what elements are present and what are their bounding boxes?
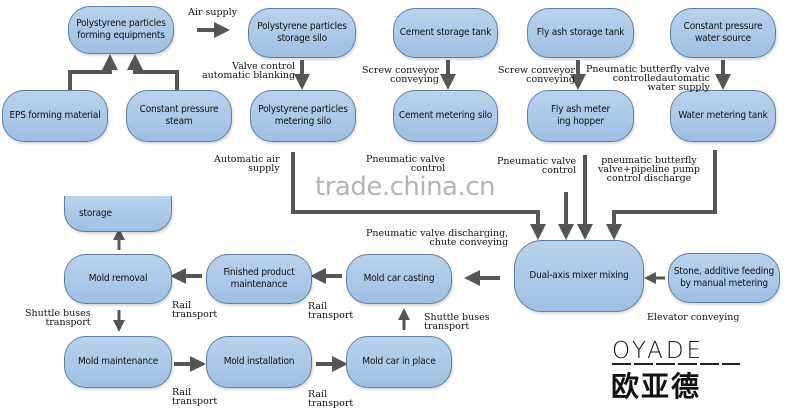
node-flyash-storage: Fly ash storage tank bbox=[527, 8, 634, 58]
label-rail-3: Rail transport bbox=[172, 387, 218, 407]
node-stone-feeding: Stone, additive feeding by manual meteri… bbox=[668, 253, 780, 303]
node-finished-maintenance: Finished product maintenance bbox=[206, 254, 312, 304]
node-mold-removal: Mold removal bbox=[64, 254, 172, 304]
label-shuttle-right: Shuttle buses transport bbox=[424, 312, 490, 332]
label-screw-flyash: Screw conveyor conveying bbox=[498, 65, 575, 85]
node-ps-storage: Polystyrene particles storage silo bbox=[248, 8, 356, 58]
label-valve-blanking: Valve control automatic blanking bbox=[202, 61, 296, 81]
logo-english: OYADE bbox=[612, 338, 705, 364]
label-screw-cement: Screw conveyor conveying bbox=[362, 65, 439, 85]
node-ps-forming: Polystyrene particles forming equipments bbox=[68, 6, 174, 54]
node-storage: storage bbox=[64, 196, 172, 232]
node-mold-in-place: Mold car in place bbox=[346, 336, 452, 388]
node-cement-metering: Cement metering silo bbox=[393, 90, 498, 142]
label-elevator: Elevator conveying bbox=[647, 312, 740, 323]
label-pv-discharging: Pneumatic valve discharging, chute conve… bbox=[366, 228, 509, 248]
logo-chinese: 欧亚德 bbox=[611, 370, 702, 403]
label-pv-cement: Pneumatic valve control bbox=[366, 154, 446, 174]
label-pv-flyash: Pneumatic valve control bbox=[497, 156, 577, 176]
watermark: trade.china.cn bbox=[315, 172, 496, 202]
node-mixer: Dual-axis mixer mixing bbox=[514, 240, 644, 312]
label-butterfly-pump: pneumatic butterfly valve+pipeline pump … bbox=[598, 155, 700, 184]
node-eps-material: EPS forming material bbox=[2, 90, 108, 142]
label-rail-4: Rail transport bbox=[308, 389, 354, 409]
label-auto-air: Automatic air supply bbox=[214, 154, 280, 174]
node-water-metering: Water metering tank bbox=[670, 90, 776, 142]
label-rail-1: Rail transport bbox=[172, 300, 218, 320]
node-cement-storage: Cement storage tank bbox=[393, 8, 498, 58]
node-ps-metering: Polystyrene particles metering silo bbox=[250, 90, 356, 142]
node-mold-maintenance: Mold maintenance bbox=[64, 336, 172, 388]
logo-divider bbox=[612, 363, 740, 365]
node-mold-casting: Mold car casting bbox=[346, 254, 452, 304]
node-water-source: Constant pressure water source bbox=[670, 8, 776, 58]
label-butterfly-water: Pneumatic butterfly valve controlledauto… bbox=[586, 64, 710, 93]
label-air-supply: Air supply bbox=[188, 7, 238, 18]
label-rail-2: Rail transport bbox=[308, 301, 354, 321]
label-shuttle-left: Shuttle buses transport bbox=[25, 308, 91, 328]
node-steam: Constant pressure steam bbox=[126, 90, 232, 142]
node-flyash-metering: Fly ash meter ing hopper bbox=[527, 90, 634, 142]
node-mold-installation: Mold installation bbox=[206, 336, 312, 388]
